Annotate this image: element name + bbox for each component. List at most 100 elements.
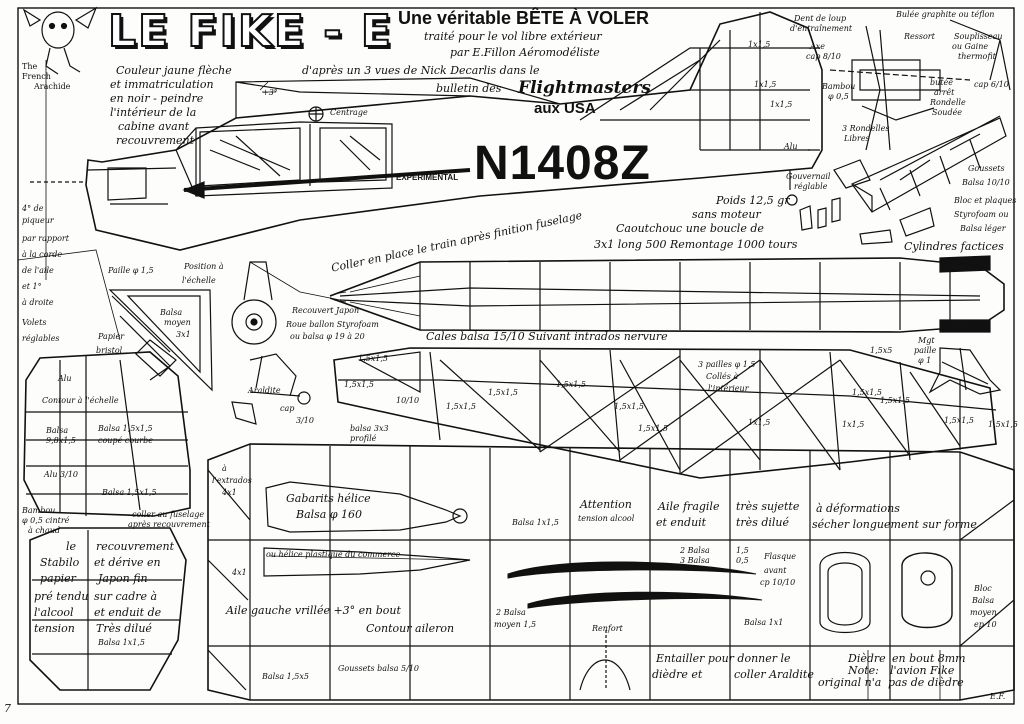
label-cap610: cap 6/10 xyxy=(974,80,1009,89)
dim-label: 10/10 xyxy=(396,396,420,405)
label-mgt-1: Mgt xyxy=(918,336,935,345)
label-balsa-moyen-2: moyen xyxy=(164,318,191,327)
credit-line-2: par E.Fillon Aéromodéliste xyxy=(450,46,600,59)
label-stabilo-r-6: Très dilué xyxy=(96,622,152,635)
label-coller-fuselage-1: coller au fuselage xyxy=(132,510,205,519)
label-dent-1: Dent de loup xyxy=(794,14,847,23)
label-caoutchouc-1: Caoutchouc une boucle de xyxy=(616,222,764,235)
label-balsa15: Balsa 1,5x1,5 xyxy=(102,488,157,497)
label-tres-sujette-1: très sujette xyxy=(736,500,800,513)
label-souplisseau-2: ou Gaine xyxy=(952,42,989,51)
label-bloc-3: Balsa léger xyxy=(960,224,1006,233)
label-flasque-3: cp 10/10 xyxy=(760,578,796,587)
label-piqueur-1: 4° de xyxy=(22,204,44,213)
color-note-1: Couleur jaune flèche xyxy=(116,64,232,77)
label-stabilo-l-5: l'alcool xyxy=(34,606,74,619)
dim-label: 1x1,5 xyxy=(748,418,771,427)
label-balsa-1x15b: Balsa 1x1,5 xyxy=(512,518,559,527)
label-cinq-1: 1,5 xyxy=(736,546,749,555)
dim-label: 1,5x1,5 xyxy=(446,402,476,411)
label-alu-top: Alu xyxy=(784,142,798,151)
magazine-name: Flightmasters xyxy=(518,78,651,98)
label-balsa-15x5: Balsa 1,5x5 xyxy=(262,672,309,681)
label-contour-aileron: Contour aileron xyxy=(366,622,455,635)
color-note-3: en noir - peindre xyxy=(110,92,204,105)
label-aile-fragile-1: Aile fragile xyxy=(658,500,720,513)
label-alu-tail: Alu xyxy=(58,374,72,383)
label-diedre-r-2: l'avion Fike xyxy=(890,664,955,677)
label-cap310-2: 3/10 xyxy=(296,416,314,425)
label-deformations-1: à déformations xyxy=(816,502,900,515)
label-attention-1: Attention xyxy=(580,498,632,511)
label-stabilo-r-1: recouvrement xyxy=(96,540,175,553)
label-stabilo-r-5: et enduit de xyxy=(94,606,162,619)
dim-label: 1,5x1,5 xyxy=(344,380,374,389)
label-volets-2: réglables xyxy=(22,334,60,343)
label-coller-fuselage-2: après recouvrement xyxy=(128,520,210,529)
color-note-6: recouvrement xyxy=(116,134,195,147)
label-poids-2: sans moteur xyxy=(692,208,761,221)
label-souplisseau-1: Souplisseau xyxy=(954,32,1003,41)
label-goussets-2: Balsa 10/10 xyxy=(962,178,1010,187)
plan-number: 7 xyxy=(4,702,11,715)
label-papier-1: Papier xyxy=(98,332,125,341)
label-poids-1: Poids 12,5 gr xyxy=(716,194,790,207)
dim-label: 1,5x1,5 xyxy=(852,388,882,397)
label-stabilo-r-4: sur cadre à xyxy=(94,590,158,603)
label-volets-1: Volets xyxy=(22,318,47,327)
label-balsa-moyen15-2: moyen 1,5 xyxy=(494,620,537,629)
label-souplisseau-3: thermofit xyxy=(958,52,996,61)
label-piqueur-5: de l'aile xyxy=(22,266,54,275)
fuselage-top-outline xyxy=(329,257,1005,333)
label-gabarits-2: Balsa φ 160 xyxy=(296,508,363,521)
label-attention-2: tension alcool xyxy=(578,514,635,523)
credit-line-3: d'après un 3 vues de Nick Decarlis dans … xyxy=(302,64,540,77)
label-roue-1: Roue ballon Styrofoam xyxy=(286,320,379,329)
label-stabilo-l-2: Stabilo xyxy=(40,556,80,569)
label-bambou-tail-1: Bambou xyxy=(22,506,56,515)
label-diedre-2: Note: xyxy=(848,664,879,677)
label-piqueur-3: par rapport xyxy=(22,234,69,243)
plan-subtitle: Une véritable BÊTE À VOLER xyxy=(398,8,650,28)
label-bloc-balsa-4: ep 10 xyxy=(974,620,997,629)
logo-caption-2: French xyxy=(22,72,51,81)
registration-number: N1408Z xyxy=(474,137,651,190)
label-extrados-2: l'extrados xyxy=(212,476,252,485)
dim-label: 1,5x1,5 xyxy=(614,402,644,411)
label-balsa-moyen-3: 3x1 xyxy=(176,330,191,339)
dim-label: 1,5x1,5 xyxy=(488,388,518,397)
magazine-country: aux USA xyxy=(534,100,596,117)
label-bambou-tail-3: à chaud xyxy=(28,526,60,535)
experimental-marking: EXPERIMENTAL xyxy=(396,173,459,182)
label-bloc-balsa-1: Bloc xyxy=(974,584,992,593)
label-entailler-2: dièdre et xyxy=(652,668,703,681)
label-flasque-2: avant xyxy=(764,566,787,575)
label-bambou-tail-2: φ 0,5 cintré xyxy=(22,516,70,525)
color-note-4: l'intérieur de la xyxy=(110,106,197,119)
dim-label: 1,5x1,5 xyxy=(988,420,1018,429)
dim-label: 1,5x1,5 xyxy=(638,424,668,433)
label-mgt-3: φ 1 xyxy=(918,356,932,365)
label-piqueur-7: à droite xyxy=(22,298,54,307)
label-entailler-1: Entailler pour donner le xyxy=(656,652,791,665)
dim-label: 1x1,5 xyxy=(770,100,793,109)
label-cylindres: Cylindres factices xyxy=(904,240,1004,253)
label-4x1: 4x1 xyxy=(232,568,247,577)
label-bulee: Bulée graphite ou téflon xyxy=(896,10,995,19)
signature: E.F. xyxy=(990,692,1006,701)
label-mgt-2: paille xyxy=(914,346,937,355)
label-cinq-2: 0,5 xyxy=(736,556,749,565)
label-stabilo-r-2: et dérive en xyxy=(94,556,161,569)
label-pailles-2: Collés à xyxy=(706,372,739,381)
label-stabilo-l-6: tension xyxy=(34,622,75,635)
label-extrados-1: à xyxy=(222,464,227,473)
label-plus3: +3° xyxy=(262,88,278,97)
label-stabilo-r-3: Japon fin xyxy=(98,572,148,585)
label-renfort: Renfort xyxy=(592,624,623,633)
label-stabilo-l-4: pré tendu xyxy=(34,590,89,603)
label-balsa-1x15: Balsa 1x1,5 xyxy=(98,638,145,647)
label-araldite: Araldite xyxy=(248,386,281,395)
credit-line-4: bulletin des xyxy=(436,82,502,95)
